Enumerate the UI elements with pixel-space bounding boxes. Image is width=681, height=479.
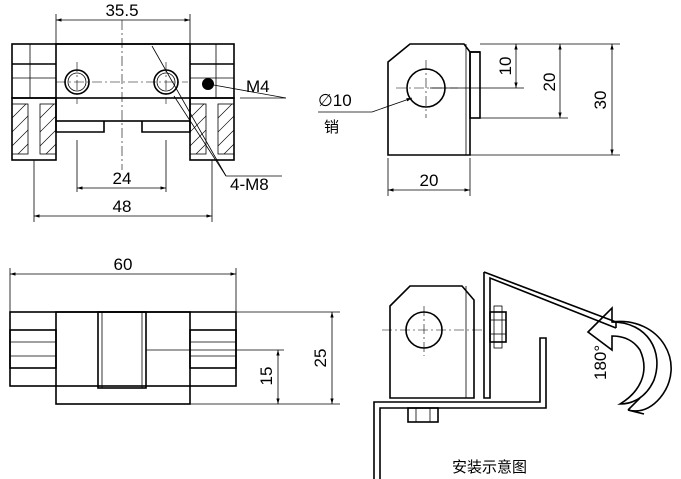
install-view: 180° 安装示意图: [373, 271, 672, 479]
dim-30: 30: [591, 91, 610, 110]
pin-label: 销: [324, 118, 339, 136]
dim-24: 24: [113, 169, 132, 188]
label-m4: M4: [246, 77, 270, 96]
label-4-m8: 4-M8: [230, 175, 269, 194]
front-view: 35.5 24 48 M4 4-M8: [11, 1, 287, 222]
dim-20-height: 20: [540, 73, 559, 92]
rotation-180: 180°: [591, 345, 610, 380]
dim-48: 48: [113, 197, 132, 216]
install-caption: 安装示意图: [452, 458, 527, 476]
dim-20-width: 20: [420, 171, 439, 190]
dim-60: 60: [114, 255, 133, 274]
pin-diameter: ∅10: [318, 91, 352, 110]
dim-35-5: 35.5: [105, 1, 138, 20]
side-view: ∅10 销 20 10 20 30: [318, 43, 620, 196]
dim-25: 25: [311, 349, 330, 368]
dim-10: 10: [496, 57, 515, 76]
bottom-view: 60 15 25: [9, 255, 340, 405]
dim-15: 15: [257, 367, 276, 386]
